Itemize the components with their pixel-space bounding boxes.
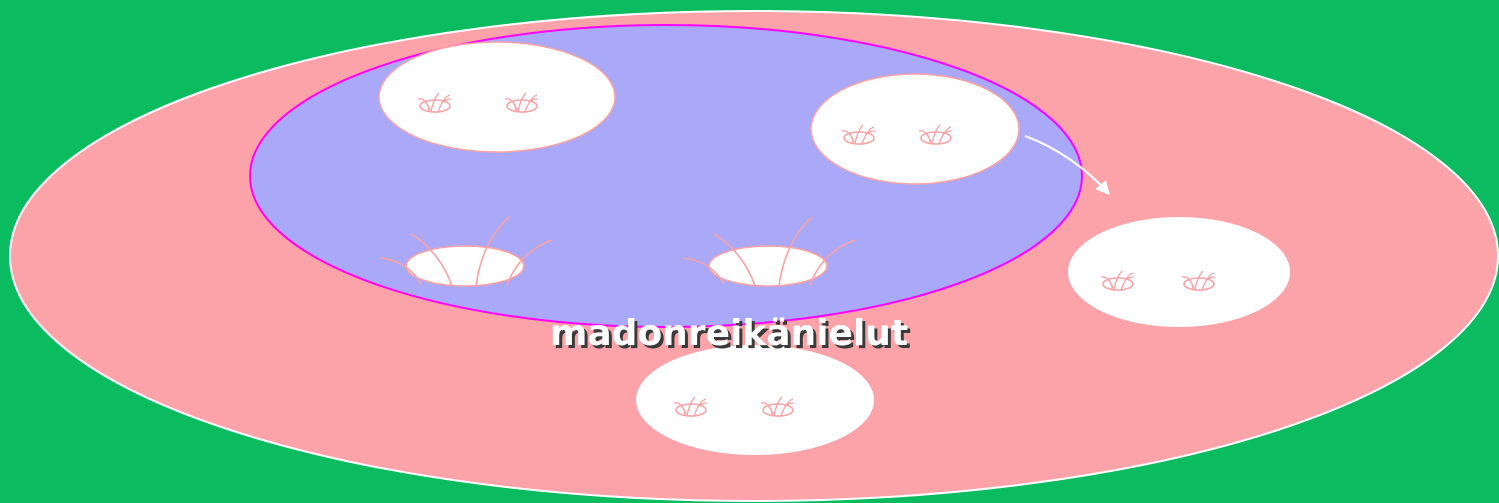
bubble-4 bbox=[636, 345, 874, 455]
bubble-1 bbox=[379, 42, 615, 152]
bubble-2 bbox=[811, 74, 1019, 184]
wormhole-throats-label: madonreikänielut bbox=[550, 313, 908, 354]
bubble-3 bbox=[1068, 217, 1290, 327]
